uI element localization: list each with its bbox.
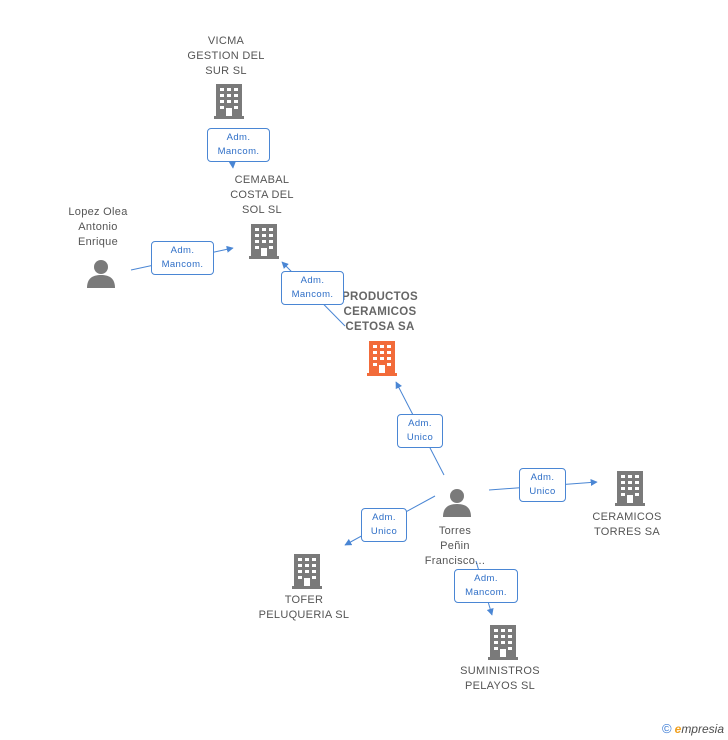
brand-name: mpresia xyxy=(681,722,724,736)
node-label-lopez[interactable]: Lopez Olea Antonio Enrique xyxy=(68,206,128,248)
edge-label-torres-productos: Adm. Unico xyxy=(397,414,443,448)
node-label-ceramicos-torres[interactable]: CERAMICOS TORRES SA xyxy=(592,511,662,538)
person-icon[interactable] xyxy=(87,260,115,288)
edge-label-lopez-cemabal: Adm. Mancom. xyxy=(151,241,214,275)
building-icon[interactable] xyxy=(488,625,518,660)
edge-label-torres-tofer: Adm. Unico xyxy=(361,508,407,542)
copyright-symbol: © xyxy=(662,721,672,736)
node-label-suministros[interactable]: SUMINISTROS PELAYOS SL xyxy=(460,665,540,692)
node-label-cemabal[interactable]: CEMABAL COSTA DEL SOL SL xyxy=(230,174,294,216)
building-icon[interactable] xyxy=(615,471,645,506)
node-label-torres-person[interactable]: Torres Peñin Francisco... xyxy=(424,525,486,567)
edge-label-torres-suministros: Adm. Mancom. xyxy=(454,569,518,603)
node-label-tofer[interactable]: TOFER PELUQUERIA SL xyxy=(258,594,350,621)
brand-logo: ©empresia xyxy=(662,721,724,736)
edge-label-torres-ceramicos: Adm. Unico xyxy=(519,468,566,502)
building-icon[interactable] xyxy=(292,554,322,589)
node-label-vicma[interactable]: VICMA GESTION DEL SUR SL xyxy=(187,35,265,77)
building-icon[interactable] xyxy=(249,224,279,259)
edge-label-vicma-cemabal: Adm. Mancom. xyxy=(207,128,270,162)
person-icon[interactable] xyxy=(443,489,471,517)
edge-label-productos-cemabal: Adm. Mancom. xyxy=(281,271,344,305)
building-icon-main[interactable] xyxy=(367,341,397,376)
building-icon[interactable] xyxy=(214,84,244,119)
node-label-productos[interactable]: PRODUCTOS CERAMICOS CETOSA SA xyxy=(342,291,418,333)
brand-e: e xyxy=(674,722,682,736)
